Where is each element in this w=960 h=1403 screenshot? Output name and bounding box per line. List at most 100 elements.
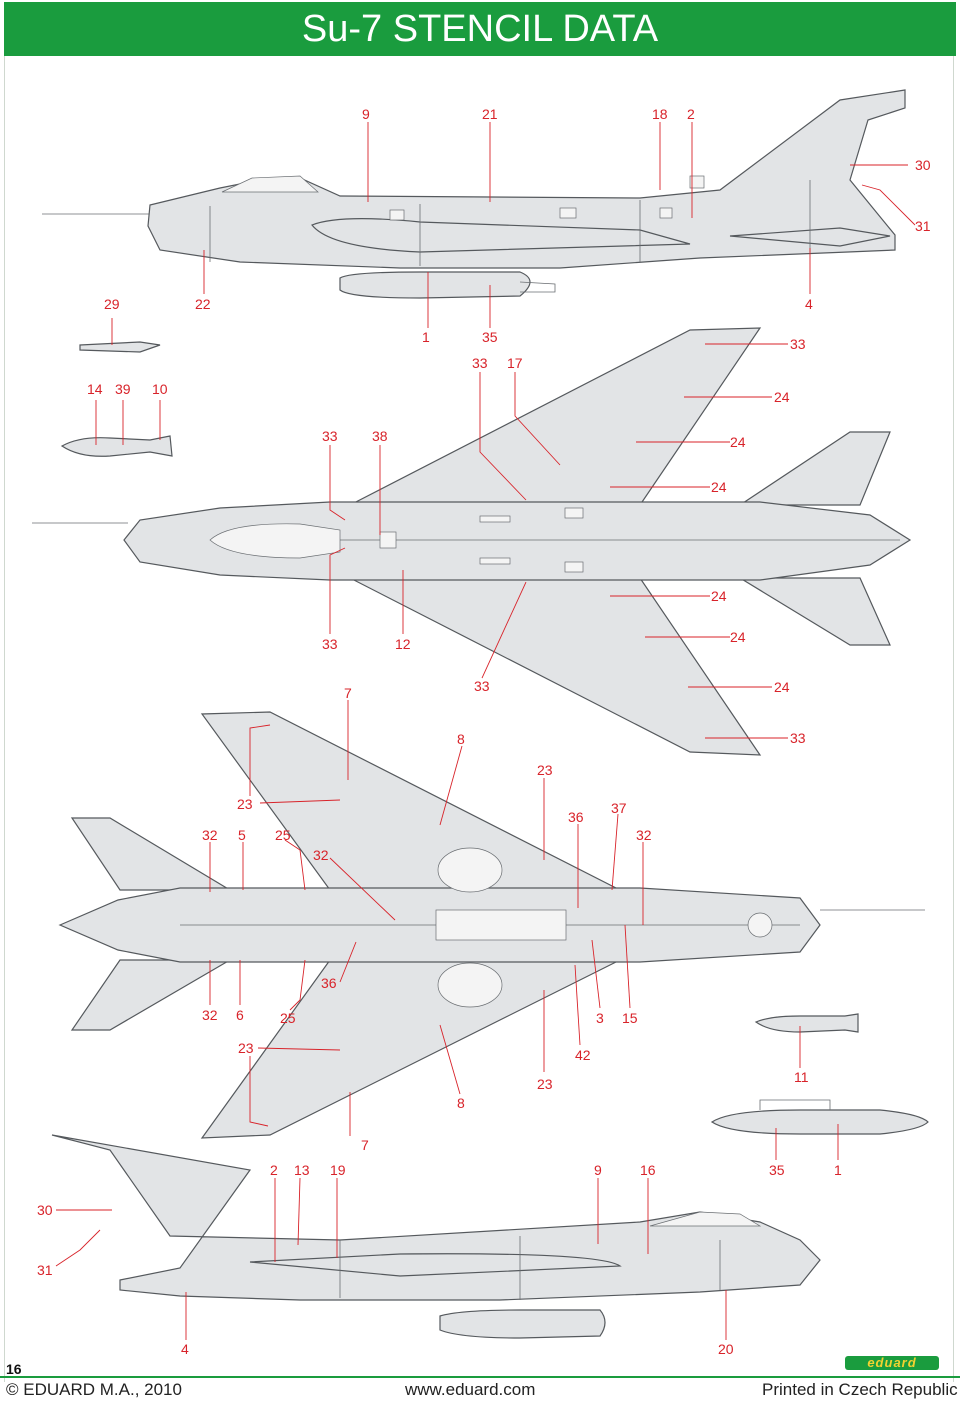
callout: 1	[422, 329, 430, 345]
callout: 32	[636, 827, 652, 843]
callout: 24	[730, 629, 746, 645]
callout: 14	[87, 381, 103, 397]
eduard-logo: eduard	[845, 1356, 939, 1370]
callout: 7	[344, 685, 352, 701]
wing-side	[311, 218, 691, 253]
callout: 18	[652, 106, 668, 122]
callout: 36	[568, 809, 584, 825]
side-view-top	[42, 89, 906, 299]
callout: 16	[640, 1162, 656, 1178]
tail-lower-top	[70, 817, 233, 891]
weapon-bay	[435, 909, 567, 941]
page-frame	[4, 56, 954, 1382]
callout: 13	[294, 1162, 310, 1178]
page-number: 16	[6, 1361, 22, 1377]
callout: 17	[507, 355, 523, 371]
callout: 24	[711, 479, 727, 495]
callout: 38	[372, 428, 388, 444]
callout: 25	[280, 1010, 296, 1026]
wing-lower-top	[200, 711, 621, 891]
wing-lower-bottom	[200, 959, 621, 1139]
callout: 23	[237, 796, 253, 812]
copyright-text: © EDUARD M.A., 2010	[6, 1380, 182, 1399]
wing-upper-bottom	[349, 577, 762, 756]
plan-view-bottom	[58, 711, 925, 1139]
callout: 32	[202, 827, 218, 843]
callout: 11	[794, 1069, 809, 1085]
stores-right	[710, 1013, 929, 1135]
tail-upper-bottom	[737, 577, 891, 646]
callout: 35	[769, 1162, 785, 1178]
callout: 22	[195, 296, 211, 312]
callout: 29	[104, 296, 120, 312]
side-view-bottom	[51, 1134, 821, 1339]
drop-tank	[754, 1013, 859, 1033]
tail-upper-top	[738, 431, 891, 506]
callout: 5	[238, 827, 246, 843]
fuselage-side-2	[51, 1134, 821, 1301]
plan-view-top	[32, 327, 912, 756]
drop-tank-side-2	[439, 1309, 606, 1339]
callout: 12	[395, 636, 411, 652]
callout: 24	[774, 389, 790, 405]
printed-text: Printed in Czech Republic	[762, 1380, 958, 1399]
callout: 24	[730, 434, 746, 450]
callout: 6	[236, 1007, 244, 1023]
callout: 23	[537, 762, 553, 778]
callout: 25	[275, 827, 291, 843]
wing-upper-top	[349, 327, 762, 506]
leader-lines	[55, 122, 916, 1340]
callout: 23	[537, 1076, 553, 1092]
callout: 32	[202, 1007, 218, 1023]
large-drop-tank	[710, 1109, 929, 1135]
callout: 33	[790, 336, 806, 352]
fuselage-top	[123, 501, 912, 581]
callout: 9	[594, 1162, 602, 1178]
callout: 33	[322, 636, 338, 652]
callout: 8	[457, 731, 465, 747]
callout: 3	[596, 1010, 604, 1026]
callout: 4	[805, 296, 813, 312]
callout: 33	[790, 730, 806, 746]
callout: 42	[575, 1047, 591, 1063]
callout: 8	[457, 1095, 465, 1111]
callout: 30	[37, 1202, 53, 1218]
callout: 1	[834, 1162, 842, 1178]
callout: 2	[687, 106, 695, 122]
canopy-top	[209, 523, 341, 559]
callout: 36	[321, 975, 337, 991]
rocket-pod	[79, 341, 161, 353]
callout: 4	[181, 1341, 189, 1357]
tail-lower-bottom	[70, 959, 233, 1031]
callout: 24	[711, 588, 727, 604]
callout: 31	[37, 1262, 53, 1278]
callout: 20	[718, 1341, 734, 1357]
callout: 24	[774, 679, 790, 695]
stores-top	[60, 341, 173, 457]
callout: 30	[915, 157, 931, 173]
callout: 21	[482, 106, 498, 122]
canopy	[221, 175, 319, 193]
bomb	[60, 435, 173, 457]
website-link[interactable]: www.eduard.com	[405, 1380, 536, 1399]
callout: 9	[362, 106, 370, 122]
callout: 10	[152, 381, 168, 397]
callout: 33	[474, 678, 490, 694]
callout: 37	[611, 800, 627, 816]
page-title: Su-7 STENCIL DATA	[4, 2, 956, 56]
footer-divider	[0, 1376, 960, 1378]
callout: 33	[472, 355, 488, 371]
callout: 32	[313, 847, 329, 863]
callout: 31	[915, 218, 931, 234]
callout: 33	[322, 428, 338, 444]
drop-tank-side	[339, 271, 531, 299]
callout: 23	[238, 1040, 254, 1056]
callout: 7	[361, 1137, 369, 1153]
canopy-side-2	[649, 1211, 762, 1227]
callout: 19	[330, 1162, 346, 1178]
callout: 2	[270, 1162, 278, 1178]
callout: 35	[482, 329, 498, 345]
callout: 15	[622, 1010, 638, 1026]
callout: 39	[115, 381, 131, 397]
